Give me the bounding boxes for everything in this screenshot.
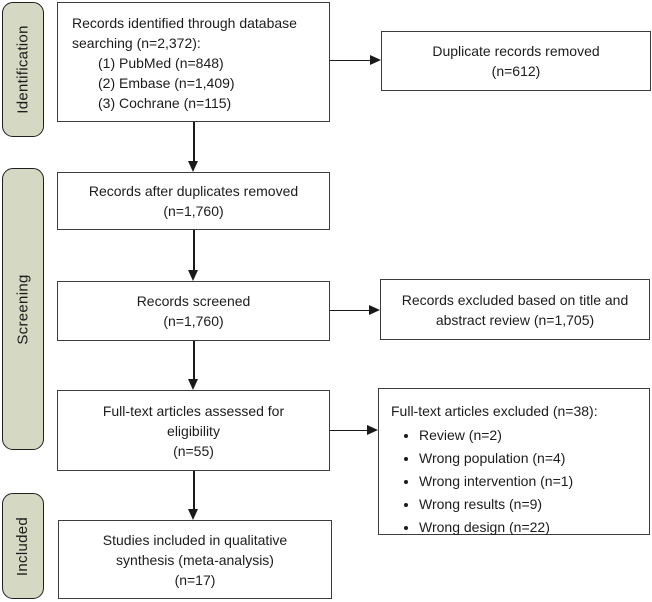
- box-text-line: Records screened: [136, 293, 251, 309]
- exclusion-reason-item: Wrong intervention (n=1): [419, 470, 643, 493]
- box-text-line: (n=55): [173, 442, 214, 459]
- exclusion-reason-item: Wrong design (n=22): [419, 516, 643, 539]
- stage-label-identification: Identification: [2, 2, 44, 137]
- box-list-item: (3) Cochrane (n=115): [98, 95, 232, 111]
- box-text-line: (n=17): [174, 571, 216, 588]
- box-text-line: Duplicate records removed: [432, 43, 600, 59]
- box-text-line: (n=612): [491, 63, 541, 79]
- exclusion-reason-item: Wrong population (n=4): [419, 447, 643, 470]
- box-records-screened: Records screened (n=1,760): [57, 281, 330, 341]
- box-text-line: (n=1,760): [163, 203, 224, 219]
- box-fulltext-excluded: Full-text articles excluded (n=38): Revi…: [378, 388, 650, 535]
- stage-label-text: Screening: [14, 273, 32, 345]
- box-duplicate-records-removed: Duplicate records removed (n=612): [381, 31, 651, 91]
- box-text-line: synthesis (meta-analysis): [116, 551, 274, 568]
- box-list-item: (2) Embase (n=1,409): [98, 75, 235, 91]
- box-text-line: Records after duplicates removed: [88, 183, 299, 199]
- box-text-line: searching (n=2,372):: [72, 35, 201, 51]
- stage-label-screening: Screening: [2, 168, 44, 450]
- box-studies-included: Studies included in qualitative synthesi…: [58, 520, 332, 599]
- box-records-after-duplicates: Records after duplicates removed (n=1,76…: [57, 172, 330, 230]
- box-text-line: Records identified through database: [72, 15, 297, 31]
- box-records-identified: Records identified through database sear…: [57, 2, 330, 122]
- stage-label-text: Identification: [14, 25, 32, 114]
- box-fulltext-assessed: Full-text articles assessed for eligibil…: [57, 390, 330, 471]
- exclusion-reason-item: Review (n=2): [419, 424, 643, 447]
- box-text-line: eligibility: [167, 422, 220, 439]
- exclusion-reason-list: Review (n=2) Wrong population (n=4) Wron…: [391, 424, 643, 539]
- box-text-line: Full-text articles assessed for: [102, 402, 285, 419]
- box-list-item: (1) PubMed (n=848): [98, 55, 224, 71]
- box-text-line: Full-text articles excluded (n=38):: [391, 403, 598, 419]
- exclusion-reason-item: Wrong results (n=9): [419, 493, 643, 516]
- stage-label-included: Included: [2, 493, 44, 599]
- box-text-line: abstract review (n=1,705): [435, 311, 595, 328]
- box-text-line: (n=1,760): [163, 313, 224, 329]
- stage-label-text: Included: [14, 516, 32, 576]
- box-text-line: Studies included in qualitative: [102, 531, 288, 548]
- box-records-excluded: Records excluded based on title and abst…: [380, 279, 650, 340]
- box-text-line: Records excluded based on title and: [401, 291, 629, 308]
